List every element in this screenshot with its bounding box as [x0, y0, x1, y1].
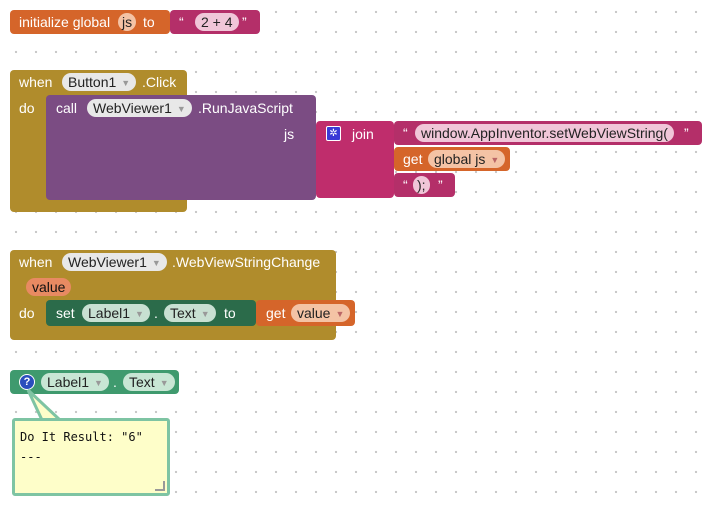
chevron-down-icon: ▼ [151, 258, 161, 268]
do-label: do [19, 305, 35, 321]
chevron-down-icon: ▼ [490, 155, 500, 165]
webviewer-component-dropdown[interactable]: WebViewer1 ▼ [87, 99, 192, 117]
dot-separator: . [113, 374, 117, 390]
resize-handle-icon[interactable] [155, 481, 165, 491]
chevron-down-icon: ▼ [335, 309, 345, 319]
chevron-down-icon: ▼ [135, 309, 144, 319]
event-name: .Click [142, 74, 177, 90]
webviewstringchange-event-block[interactable]: when WebViewer1 ▼ .WebViewStringChange va… [10, 250, 336, 340]
initialize-global-block[interactable]: initialize global js to [10, 10, 170, 34]
webviewer-component-name: WebViewer1 [93, 100, 172, 116]
js-param-label: js [284, 126, 295, 142]
to-label: to [143, 14, 155, 30]
global-js-dropdown[interactable]: global js ▼ [428, 150, 506, 168]
do-it-result-text: Do It Result: "6" [20, 430, 143, 444]
gear-icon[interactable]: ✲ [326, 126, 341, 141]
string-block-close-paren[interactable]: “ ); ” [394, 173, 455, 197]
when-label: when [19, 254, 53, 270]
webviewer-component-dropdown[interactable]: WebViewer1 ▼ [62, 253, 167, 271]
get-global-js-block[interactable]: get global js ▼ [394, 147, 510, 171]
join-block[interactable]: ✲ join [316, 121, 394, 198]
label-component-dropdown[interactable]: Label1 ▼ [41, 373, 109, 391]
button-component-dropdown[interactable]: Button1 ▼ [62, 73, 137, 91]
button-component-name: Button1 [68, 74, 117, 90]
open-quote: “ [179, 14, 184, 30]
get-label: get [403, 151, 423, 167]
event-name: .WebViewStringChange [172, 254, 321, 270]
chevron-down-icon: ▼ [159, 378, 169, 388]
chevron-down-icon: ▼ [176, 104, 186, 114]
string-value-field[interactable]: ); [413, 176, 430, 194]
global-var-name-field[interactable]: js [118, 13, 137, 31]
string-value-field[interactable]: 2 + 4 [195, 13, 239, 31]
do-it-result-separator: --- [20, 450, 42, 464]
open-quote: “ [403, 177, 408, 193]
close-quote: ” [438, 177, 443, 193]
value-dropdown[interactable]: value ▼ [291, 304, 351, 322]
set-label: set [56, 305, 75, 321]
call-runjavascript-block[interactable]: call WebViewer1 ▼ .RunJavaScript js [46, 95, 316, 200]
property-name: Text [129, 374, 155, 390]
label-component-dropdown[interactable]: Label1 ▼ [82, 304, 150, 322]
value-param[interactable]: value [26, 278, 72, 296]
value-name: value [297, 305, 331, 321]
open-quote: “ [403, 125, 408, 141]
webviewer-component-name: WebViewer1 [68, 254, 147, 270]
join-label: join [352, 126, 374, 142]
chevron-down-icon: ▼ [94, 378, 103, 388]
string-block[interactable]: “ 2 + 4 ” [170, 10, 260, 34]
string-value-field[interactable]: window.AppInventor.setWebViewString( [415, 124, 674, 142]
do-label: do [19, 100, 35, 116]
string-block-setwebviewstring[interactable]: “ window.AppInventor.setWebViewString( ” [394, 121, 702, 145]
property-dropdown[interactable]: Text ▼ [123, 373, 175, 391]
label-component-name: Label1 [47, 374, 90, 390]
close-quote: ” [242, 14, 247, 30]
when-label: when [19, 74, 53, 90]
chevron-down-icon: ▼ [200, 309, 210, 319]
to-label: to [224, 305, 236, 321]
chevron-down-icon: ▼ [121, 78, 131, 88]
get-label: get [266, 305, 286, 321]
call-label: call [56, 100, 78, 116]
dot-separator: . [154, 305, 158, 321]
method-name: .RunJavaScript [198, 100, 293, 116]
get-value-block[interactable]: get value ▼ [256, 300, 355, 326]
label-component-name: Label1 [88, 305, 131, 321]
global-js-name: global js [434, 151, 486, 167]
close-quote: ” [684, 125, 689, 141]
tooltip-tail [26, 388, 64, 422]
initialize-global-label: initialize global [19, 14, 111, 30]
do-it-result-bubble: Do It Result: "6" --- [12, 418, 170, 496]
property-dropdown[interactable]: Text ▼ [164, 304, 216, 322]
help-icon[interactable]: ? [19, 374, 35, 390]
set-label-text-block[interactable]: set Label1 ▼ . Text ▼ to [46, 300, 256, 326]
property-name: Text [170, 305, 196, 321]
label-text-getter-block[interactable]: ? Label1 ▼ . Text ▼ [10, 370, 179, 394]
